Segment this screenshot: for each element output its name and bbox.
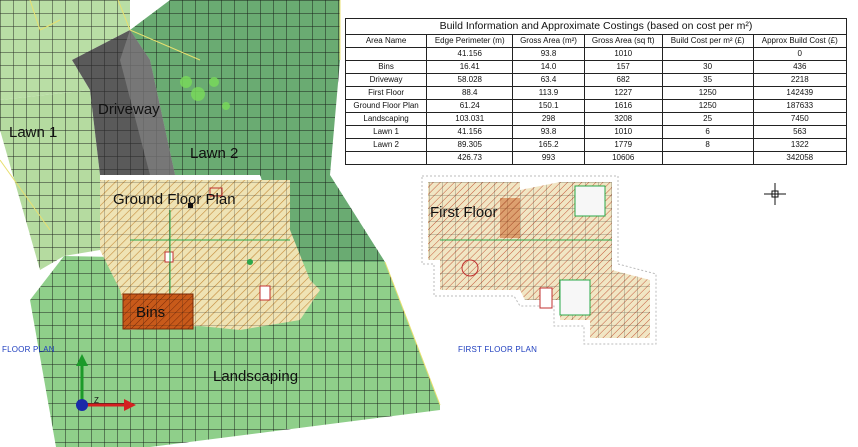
table-cell: 342058 [752, 151, 848, 165]
table-cell: 93.8 [512, 47, 585, 61]
table-cell: 1010 [583, 47, 663, 61]
lawn-1-label: Lawn 1 [9, 124, 58, 141]
lawn-1-region[interactable] [0, 90, 100, 270]
lawn-2-region[interactable] [130, 0, 385, 262]
floor-plan-caption: FLOOR PLAN [2, 345, 55, 354]
landscaping-label: Landscaping [213, 368, 299, 385]
bins-label: Bins [136, 304, 166, 321]
driveway-label: Driveway [98, 101, 160, 118]
table-cell [344, 151, 428, 165]
table-cell: 426.73 [426, 151, 514, 165]
table-cell: 2218 [752, 73, 848, 87]
table-cell: 150.1 [512, 99, 585, 113]
first-floor-plan-caption: FIRST FLOOR PLAN [458, 345, 538, 354]
table-cell: 0 [752, 47, 848, 61]
column-header: Edge Perimeter (m) [426, 34, 514, 48]
table-cell: 10606 [583, 151, 663, 165]
table-cell: 1779 [583, 138, 663, 152]
table-cell: 993 [512, 151, 585, 165]
column-header: Area Name [344, 34, 428, 48]
table-cell: 1616 [583, 99, 663, 113]
table-cell: 1227 [583, 86, 663, 100]
crosshair-cursor-icon [764, 183, 786, 205]
table-cell: 8 [661, 138, 754, 152]
table-cell: 16.41 [426, 60, 514, 74]
column-header: Gross Area (m²) [512, 34, 585, 48]
ground-floor-plan-label: Ground Floor Plan [113, 191, 236, 208]
table-cell: 1250 [661, 86, 754, 100]
table-cell: 63.4 [512, 73, 585, 87]
build-information-table: Build Information and Approximate Costin… [344, 18, 848, 165]
table-cell: 436 [752, 60, 848, 74]
table-cell: Driveway [344, 73, 428, 87]
table-cell: Bins [344, 60, 428, 74]
ground-floor-plan-region[interactable] [100, 180, 320, 330]
table-cell: 61.24 [426, 99, 514, 113]
table-cell: 3208 [583, 112, 663, 126]
lawn-2-label: Lawn 2 [190, 145, 239, 162]
table-cell: 1250 [661, 99, 754, 113]
axis-z-label: Z [94, 396, 100, 405]
table-cell [344, 47, 428, 61]
table-cell: 14.0 [512, 60, 585, 74]
table-cell: 88.4 [426, 86, 514, 100]
table-cell: 142439 [752, 86, 848, 100]
upper-lawn-region[interactable] [0, 0, 130, 100]
table-cell: Landscaping [344, 112, 428, 126]
column-header: Gross Area (sq ft) [583, 34, 663, 48]
table-cell: 187633 [752, 99, 848, 113]
table-cell: 89.305 [426, 138, 514, 152]
first-floor-plan-region[interactable] [421, 175, 657, 345]
table-cell: 25 [661, 112, 754, 126]
table-cell: First Floor [344, 86, 428, 100]
table-cell: 298 [512, 112, 585, 126]
table-cell [661, 151, 754, 165]
table-cell: 93.8 [512, 125, 585, 139]
column-header: Approx Build Cost (£) [752, 34, 848, 48]
driveway-region[interactable] [72, 30, 175, 175]
table-cell: 1010 [583, 125, 663, 139]
axis-gizmo [76, 354, 136, 411]
table-cell: 30 [661, 60, 754, 74]
column-header: Build Cost per m² (£) [661, 34, 754, 48]
table-cell: 165.2 [512, 138, 585, 152]
table-cell: 113.9 [512, 86, 585, 100]
table-cell: 41.156 [426, 47, 514, 61]
table-cell: 6 [661, 125, 754, 139]
table-cell: 157 [583, 60, 663, 74]
table-cell: 103.031 [426, 112, 514, 126]
table-cell: 41.156 [426, 125, 514, 139]
shrub-icon [180, 76, 230, 110]
table-title: Build Information and Approximate Costin… [345, 18, 847, 35]
table-cell: 1322 [752, 138, 848, 152]
table-cell: 35 [661, 73, 754, 87]
bins-region[interactable] [122, 293, 194, 330]
table-cell: 563 [752, 125, 848, 139]
table-header-row: Area Name Edge Perimeter (m) Gross Area … [344, 34, 848, 48]
table-cell: 7450 [752, 112, 848, 126]
table-cell: Lawn 2 [344, 138, 428, 152]
table-cell: Lawn 1 [344, 125, 428, 139]
table-cell: Ground Floor Plan [344, 99, 428, 113]
table-cell [661, 47, 754, 61]
first-floor-label: First Floor [430, 204, 498, 221]
table-cell: 58.028 [426, 73, 514, 87]
table-cell: 682 [583, 73, 663, 87]
